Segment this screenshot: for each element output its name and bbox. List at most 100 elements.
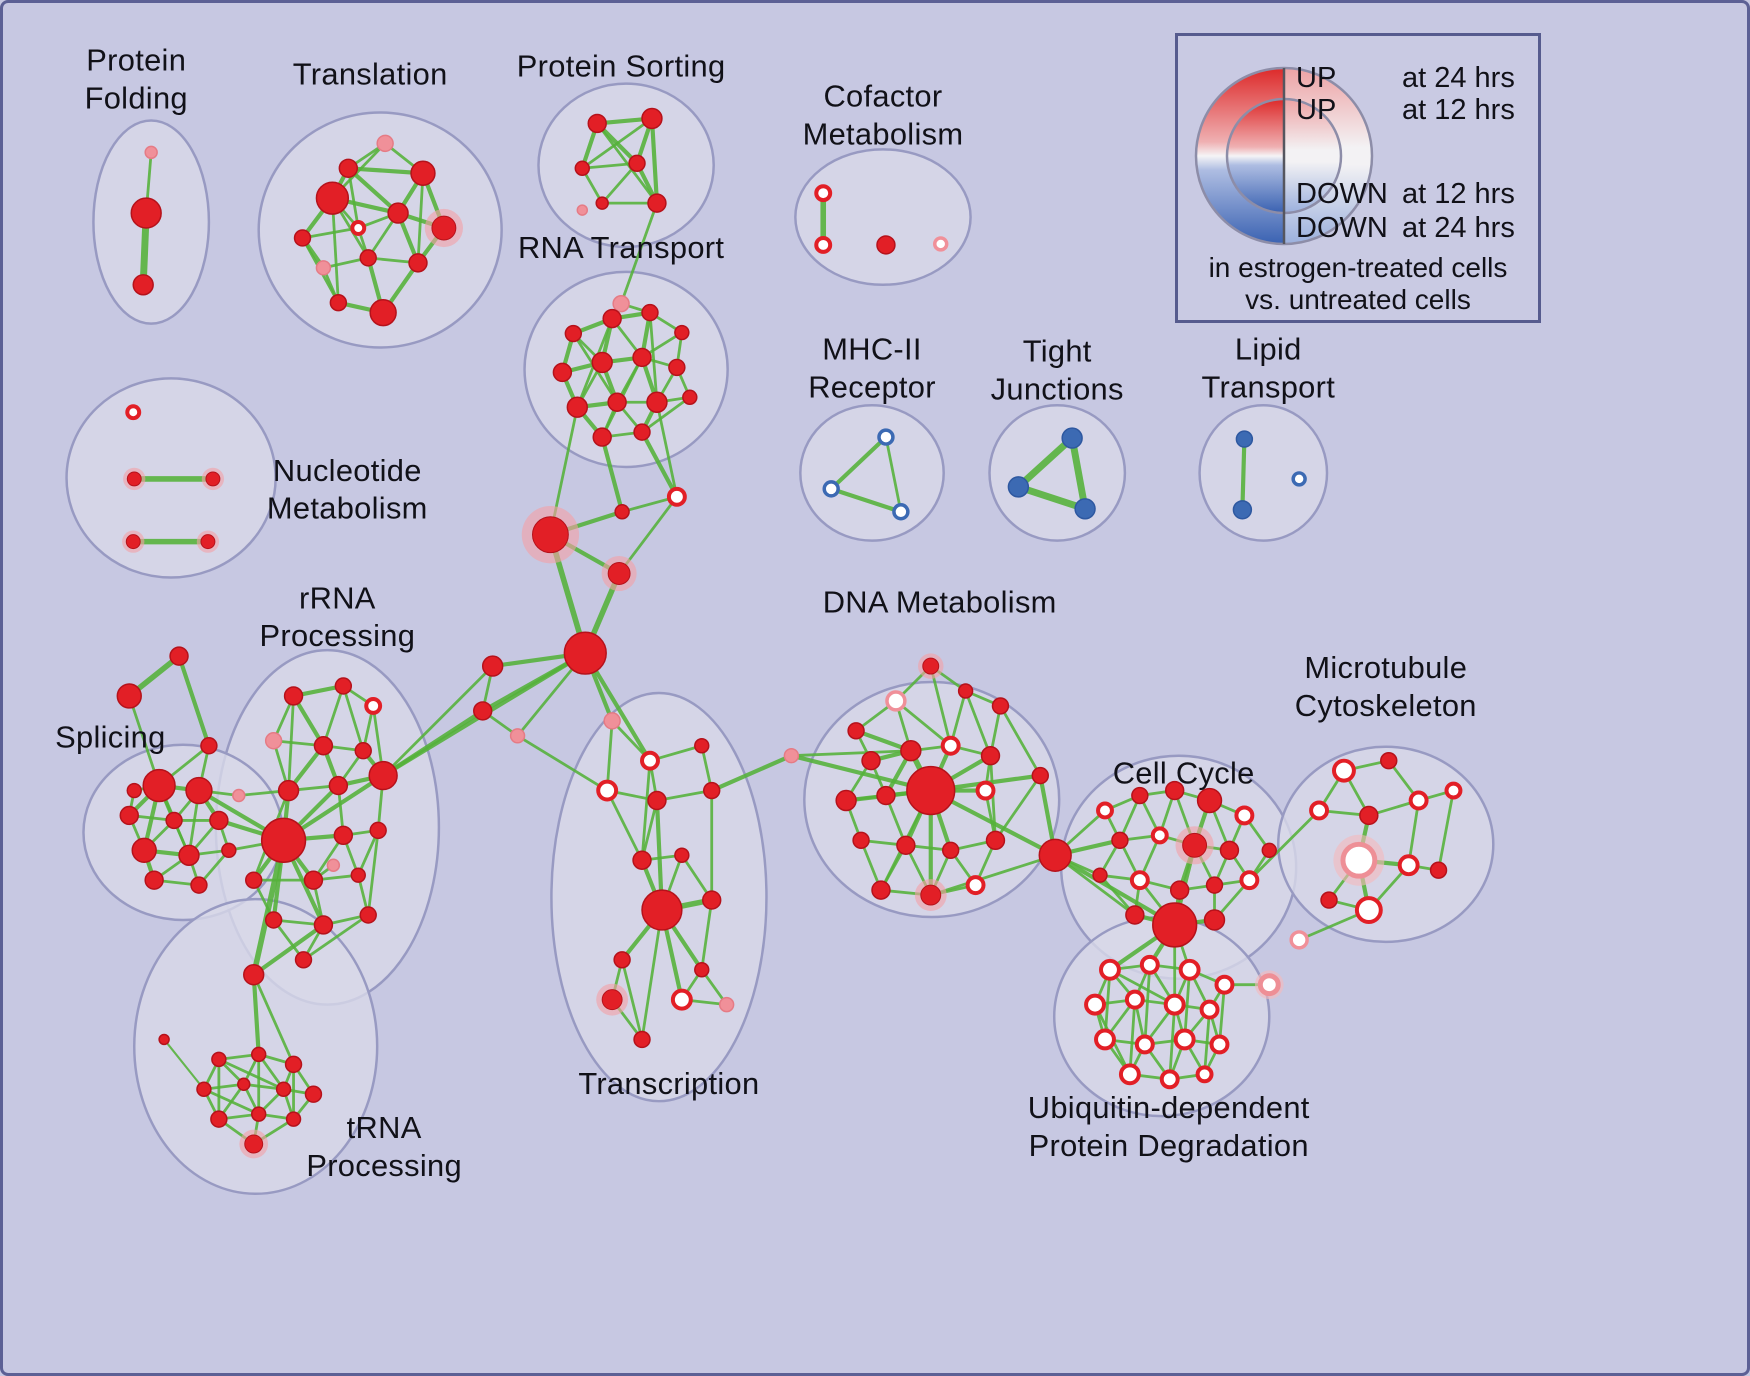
network-node: [130, 197, 162, 229]
network-edge: [1240, 436, 1247, 512]
network-node: [1111, 831, 1129, 850]
network-node: [920, 884, 942, 906]
network-node: [932, 236, 949, 252]
network-edge: [341, 684, 365, 753]
network-node: [315, 260, 332, 276]
legend-up-24-time: at 24 hrs: [1402, 62, 1515, 94]
network-edge: [1183, 968, 1192, 1041]
network-edge: [301, 226, 360, 240]
network-node: [1235, 430, 1254, 448]
network-edge: [1247, 809, 1321, 882]
network-edge: [605, 789, 644, 862]
network-node: [125, 404, 142, 421]
network-node: [359, 249, 377, 267]
network-edge: [217, 1057, 285, 1091]
network-edge: [366, 828, 380, 917]
network-node: [178, 844, 200, 866]
network-node: [602, 308, 622, 329]
network-node: [221, 842, 237, 859]
network-node: [315, 181, 350, 215]
network-node: [1099, 958, 1121, 981]
network-node: [975, 780, 996, 801]
network-node: [1234, 805, 1255, 826]
network-edge: [302, 913, 370, 962]
network-node: [876, 235, 896, 255]
network-node: [563, 631, 607, 675]
network-node: [591, 351, 613, 374]
network-node: [294, 951, 313, 969]
network-node: [940, 735, 961, 756]
network-node: [1320, 891, 1338, 909]
network-node: [1169, 880, 1190, 900]
network-edge: [1108, 968, 1177, 1007]
legend-down-24-label: DOWN: [1296, 212, 1388, 244]
network-node: [338, 158, 359, 178]
network-node: [283, 686, 304, 706]
network-node: [1429, 861, 1448, 879]
network-edge: [1014, 434, 1076, 491]
network-node: [169, 646, 189, 666]
network-node: [1178, 958, 1201, 981]
network-node: [285, 1111, 302, 1127]
network-edge: [640, 395, 692, 434]
network-node: [304, 1085, 323, 1103]
network-node: [641, 107, 663, 130]
network-node: [326, 858, 341, 872]
network-edge: [516, 734, 609, 792]
network-node: [364, 696, 383, 715]
network-node: [1203, 909, 1226, 931]
network-node: [641, 303, 659, 322]
network-node: [131, 837, 157, 863]
network-node: [532, 516, 569, 554]
network-node: [603, 712, 621, 730]
network-node: [835, 789, 857, 812]
network-node: [205, 471, 221, 487]
network-node: [896, 835, 916, 856]
network-node: [674, 847, 690, 863]
network-node: [431, 215, 457, 241]
network-node: [670, 988, 693, 1011]
network-node: [144, 145, 158, 160]
legend-down-12-label: DOWN: [1296, 178, 1388, 210]
network-edge: [639, 430, 679, 499]
network-edge: [580, 117, 654, 170]
network-node: [666, 486, 687, 507]
network-node: [473, 701, 493, 721]
network-edge: [655, 400, 679, 499]
network-node: [564, 324, 583, 343]
network-node: [126, 782, 142, 799]
network-edge: [381, 664, 495, 778]
network-edge: [1068, 434, 1089, 513]
network-node: [1205, 876, 1224, 894]
network-node: [847, 722, 865, 740]
network-node: [1094, 1028, 1116, 1051]
network-node: [1195, 1065, 1214, 1084]
network-node: [647, 790, 667, 811]
network-edge: [1143, 963, 1152, 1046]
legend-note-line1: in estrogen-treated cells: [1208, 252, 1508, 283]
network-edge: [1053, 853, 1177, 928]
legend-up-12-label: UP: [1296, 94, 1337, 126]
network-node: [646, 391, 668, 413]
network-edge: [894, 699, 953, 748]
network-node: [1150, 826, 1169, 845]
network-node: [703, 781, 721, 800]
network-node: [369, 298, 397, 327]
network-edge: [989, 754, 997, 842]
network-node: [1331, 758, 1356, 783]
network-node: [119, 805, 139, 826]
network-node: [612, 294, 630, 313]
network-node: [607, 562, 631, 585]
network-node: [190, 876, 208, 894]
network-node: [668, 358, 686, 377]
network-node: [329, 293, 348, 312]
network-edge: [994, 774, 1042, 842]
network-node: [1397, 854, 1420, 877]
network-node: [275, 1081, 292, 1097]
network-node: [303, 870, 324, 890]
network-edge: [252, 973, 295, 1066]
network-node: [387, 202, 409, 224]
network-node: [682, 389, 698, 405]
network-node: [1173, 1028, 1196, 1051]
